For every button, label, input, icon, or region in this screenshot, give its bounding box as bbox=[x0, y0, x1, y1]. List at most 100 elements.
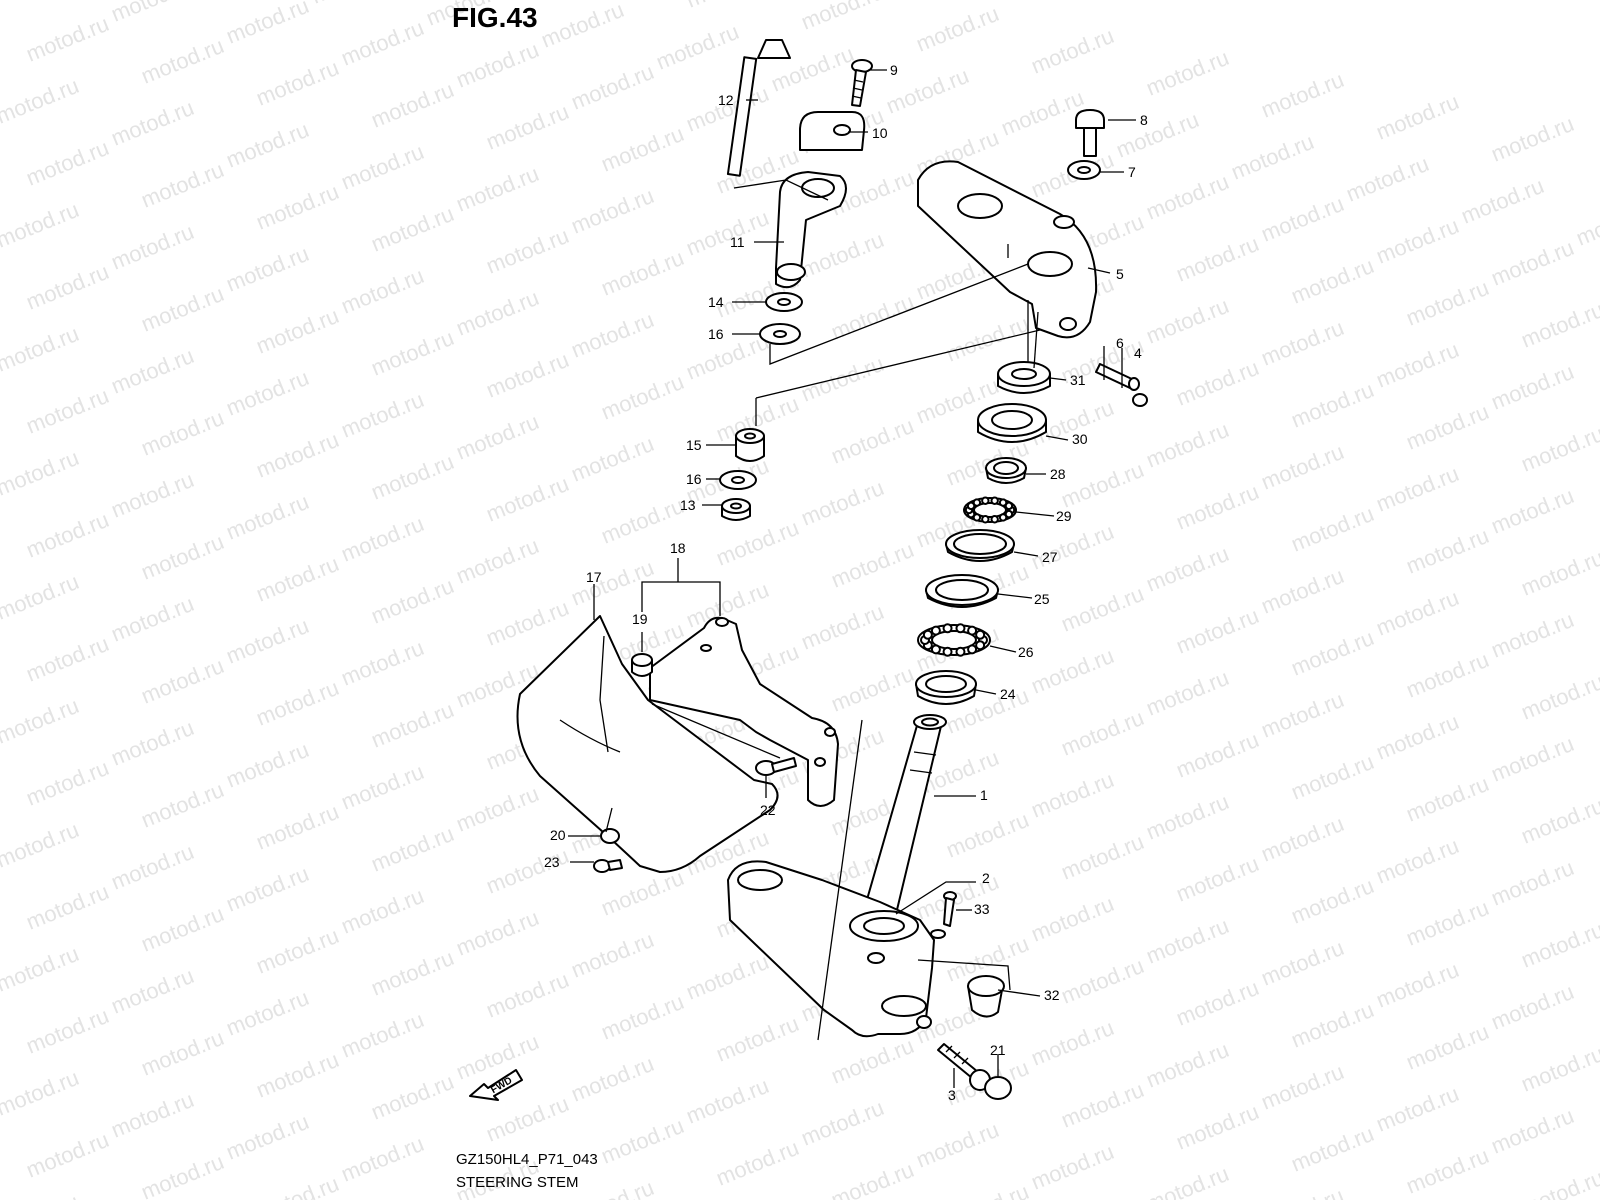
part-9-screw[interactable] bbox=[851, 59, 873, 107]
watermark-text: motod.ru bbox=[1058, 829, 1148, 885]
watermark-text: motod.ru bbox=[1258, 439, 1348, 495]
watermark-text: motod.ru bbox=[1058, 705, 1148, 761]
part-33-screw[interactable] bbox=[943, 891, 957, 927]
watermark-text: motod.ru bbox=[0, 321, 82, 377]
label-part-9: 9 bbox=[890, 62, 898, 78]
watermark-text: motod.ru bbox=[1258, 315, 1348, 371]
watermark-text: motod.ru bbox=[568, 59, 658, 115]
part-31-steering-stem-nut[interactable] bbox=[997, 361, 1051, 394]
watermark-text: motod.ru bbox=[368, 325, 458, 381]
watermark-text: motod.ru bbox=[1143, 293, 1233, 349]
label-part-24: 24 bbox=[1000, 686, 1016, 702]
watermark-text: motod.ru bbox=[338, 1007, 428, 1063]
watermark-text: motod.ru bbox=[1373, 461, 1463, 517]
part-22-bolt[interactable] bbox=[755, 757, 797, 776]
watermark-text: motod.ru bbox=[913, 1, 1003, 57]
watermark-text: motod.ru bbox=[1143, 913, 1233, 969]
watermark-text: motod.ru bbox=[798, 599, 888, 655]
watermark-text: motod.ru bbox=[223, 985, 313, 1041]
watermark-text: motod.ru bbox=[1173, 851, 1263, 907]
watermark-text: motod.ru bbox=[798, 1095, 888, 1151]
part-26-lower-ball-bearing[interactable] bbox=[917, 623, 991, 657]
watermark-text: motod.ru bbox=[453, 285, 543, 341]
watermark-text: motod.ru bbox=[1173, 355, 1263, 411]
part-18-bracket[interactable] bbox=[649, 616, 839, 807]
part-10-handlebar-upper-holder[interactable] bbox=[799, 111, 866, 151]
label-part-27: 27 bbox=[1042, 549, 1058, 565]
watermark-text: motod.ru bbox=[23, 1127, 113, 1183]
part-13-nut[interactable] bbox=[721, 498, 751, 521]
watermark-text: motod.ru bbox=[453, 781, 543, 837]
watermark-text: motod.ru bbox=[683, 0, 773, 13]
watermark-text: motod.ru bbox=[568, 307, 658, 363]
watermark-text: motod.ru bbox=[338, 15, 428, 71]
part-15-spacer[interactable] bbox=[735, 428, 765, 462]
part-21-cap[interactable] bbox=[984, 1076, 1012, 1100]
bearing-ball bbox=[990, 515, 999, 524]
part-11-handlebar-lower-holder[interactable] bbox=[775, 171, 847, 289]
part-16-washer-upper[interactable] bbox=[759, 323, 801, 345]
label-part-14: 14 bbox=[708, 294, 724, 310]
part-25-outer-race-lower[interactable] bbox=[925, 574, 999, 608]
bearing-ball bbox=[942, 646, 953, 657]
watermark-text: motod.ru bbox=[1143, 45, 1233, 101]
bearing-ball bbox=[975, 629, 986, 640]
watermark-text: motod.ru bbox=[453, 37, 543, 93]
watermark-text: motod.ru bbox=[1488, 979, 1578, 1035]
lower-bracket[interactable] bbox=[727, 860, 946, 1038]
label-part-30: 30 bbox=[1072, 431, 1088, 447]
watermark-text: motod.ru bbox=[253, 675, 343, 731]
part-24-lower-race[interactable] bbox=[915, 670, 977, 705]
part-6-bolt[interactable] bbox=[1095, 363, 1140, 391]
part-16-washer-lower[interactable] bbox=[719, 470, 757, 490]
watermark-text: motod.ru bbox=[1488, 235, 1578, 291]
part-8-bolt[interactable] bbox=[1075, 109, 1105, 157]
watermark-text: motod.ru bbox=[1373, 337, 1463, 393]
part-19-grommet[interactable] bbox=[631, 653, 653, 677]
watermark-text: motod.ru bbox=[368, 201, 458, 257]
part-23-bolt[interactable] bbox=[593, 859, 623, 873]
watermark-text: motod.ru bbox=[108, 343, 198, 399]
part-4-cap[interactable] bbox=[1132, 393, 1148, 407]
part-7-washer[interactable] bbox=[1067, 160, 1101, 180]
watermark-text: motod.ru bbox=[23, 259, 113, 315]
part-32-clip[interactable] bbox=[967, 975, 1005, 1018]
watermark-text: motod.ru bbox=[1288, 377, 1378, 433]
part-27-outer-race[interactable] bbox=[945, 529, 1015, 562]
part-14-washer[interactable] bbox=[765, 292, 803, 312]
watermark-text: motod.ru bbox=[1403, 1143, 1493, 1199]
watermark-text: motod.ru bbox=[108, 467, 198, 523]
watermark-text: motod.ru bbox=[683, 329, 773, 385]
watermark-text: motod.ru bbox=[1403, 399, 1493, 455]
watermark-text: motod.ru bbox=[1143, 1161, 1233, 1200]
part-5-upper-bracket[interactable] bbox=[917, 160, 1098, 339]
watermark-text: motod.ru bbox=[1113, 107, 1203, 163]
bearing-ball bbox=[955, 623, 966, 634]
watermark-text: motod.ru bbox=[1573, 195, 1600, 251]
part-12-long-bolt[interactable] bbox=[726, 39, 791, 177]
watermark-text: motod.ru bbox=[598, 369, 688, 425]
bearing-ball bbox=[998, 513, 1008, 522]
watermark-text: motod.ru bbox=[1488, 1103, 1578, 1159]
watermark-text: motod.ru bbox=[1488, 359, 1578, 415]
watermark-text: motod.ru bbox=[108, 1087, 198, 1143]
watermark-text: motod.ru bbox=[338, 387, 428, 443]
watermark-text: motod.ru bbox=[1028, 1139, 1118, 1195]
watermark-text: motod.ru bbox=[713, 1011, 803, 1067]
watermark-text: motod.ru bbox=[23, 135, 113, 191]
part-30-dust-seal[interactable] bbox=[977, 403, 1047, 443]
watermark-text: motod.ru bbox=[1258, 191, 1348, 247]
part-20-nut[interactable] bbox=[600, 828, 620, 844]
part-28-upper-race[interactable] bbox=[985, 457, 1027, 484]
label-part-13: 13 bbox=[680, 497, 696, 513]
watermark-text: motod.ru bbox=[798, 0, 888, 35]
bearing-ball bbox=[972, 513, 982, 522]
part-29-upper-ball-bearing[interactable] bbox=[963, 496, 1017, 524]
watermark-text: motod.ru bbox=[683, 205, 773, 261]
watermark-text: motod.ru bbox=[1373, 213, 1463, 269]
label-part-31: 31 bbox=[1070, 372, 1086, 388]
part-17-headlight-cover[interactable] bbox=[516, 615, 779, 873]
fwd-label: FWD bbox=[489, 1075, 514, 1096]
watermark-text: motod.ru bbox=[483, 595, 573, 651]
watermark-text: motod.ru bbox=[598, 245, 688, 301]
